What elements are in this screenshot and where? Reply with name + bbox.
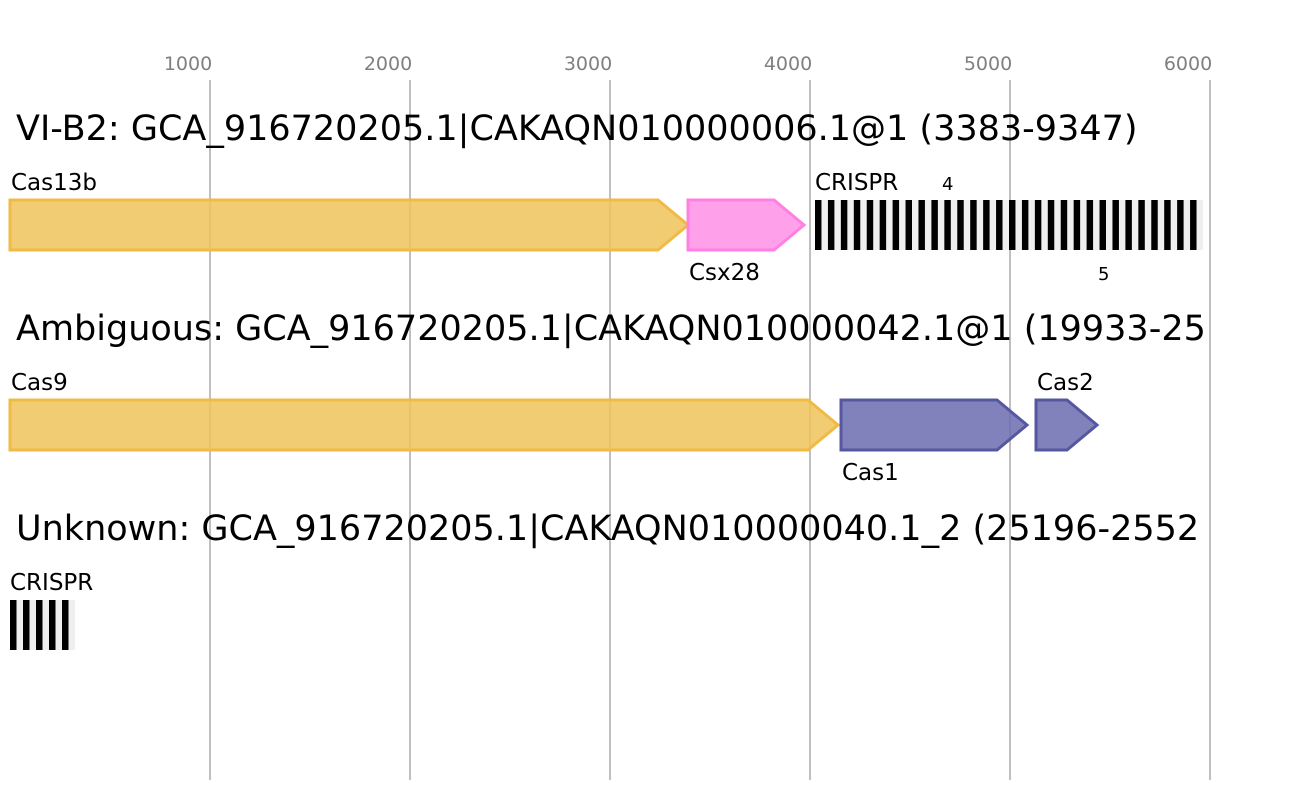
crispr-repeat [840,200,848,250]
crispr-count-below: 5 [1098,264,1109,285]
crispr-repeat [1060,200,1068,250]
crispr-label: CRISPR [10,570,93,596]
tick-label-4000: 4000 [764,53,812,75]
locus-title: Ambiguous: GCA_916720205.1|CAKAQN0100000… [16,309,1206,349]
crispr-repeat [983,200,990,250]
crispr-repeat [892,200,900,250]
crispr-repeat [1151,200,1158,250]
crispr-repeat [49,600,56,650]
crispr-repeat [918,200,925,250]
crispr-repeat [996,200,1003,250]
tick-label-5000: 5000 [964,53,1012,75]
gene-arrow-csx28 [686,198,807,252]
crispr-repeat [827,200,835,250]
gene-label-cas9: Cas9 [11,370,68,396]
gene-arrow-cas1 [839,398,1030,452]
crispr-label: CRISPR [815,170,898,196]
crispr-repeat [1177,200,1184,250]
tick-label-3000: 3000 [564,53,612,75]
crispr-repeat [1190,200,1197,250]
crispr-repeat [1099,200,1106,250]
crispr-repeat [815,200,822,250]
crispr-repeat [931,200,938,250]
crispr-repeat [1086,200,1094,250]
crispr-count-above: 4 [942,174,953,195]
crispr-repeat [62,600,69,650]
crispr-repeat [944,200,951,250]
crispr-repeat [1125,200,1132,250]
crispr-repeat [957,200,964,250]
crispr-repeat [970,200,977,250]
gene-arrow-cas13b [8,198,691,252]
crispr-repeat [1112,200,1119,250]
tick-label-2000: 2000 [364,53,412,75]
gene-arrow-cas9 [8,398,841,452]
crispr-repeat [879,200,887,250]
crispr-repeat [23,600,30,650]
tick-label-6000: 6000 [1164,53,1212,75]
crispr-repeat [905,200,912,250]
crispr-repeat [1021,200,1029,250]
crispr-repeat [10,600,17,650]
locus-title: Unknown: GCA_916720205.1|CAKAQN010000040… [16,509,1199,549]
gene-label-cas1: Cas1 [842,460,899,486]
crispr-repeat [866,200,874,250]
tick-label-1000: 1000 [164,53,212,75]
crispr-repeat [36,600,43,650]
gene-label-cas13b: Cas13b [11,170,97,196]
crispr-repeat [853,200,861,250]
gene-label-cas2: Cas2 [1037,370,1094,396]
crispr-repeat [1047,200,1055,250]
crispr-repeat [1164,200,1171,250]
gene-label-csx28: Csx28 [689,260,760,286]
crispr-repeat [1034,200,1042,250]
locus-title: VI-B2: GCA_916720205.1|CAKAQN010000006.1… [16,109,1138,149]
gene-arrow-cas2 [1034,398,1100,452]
crispr-repeat [1073,200,1081,250]
crispr-repeat [1138,200,1145,250]
crispr-repeat [1009,200,1016,250]
